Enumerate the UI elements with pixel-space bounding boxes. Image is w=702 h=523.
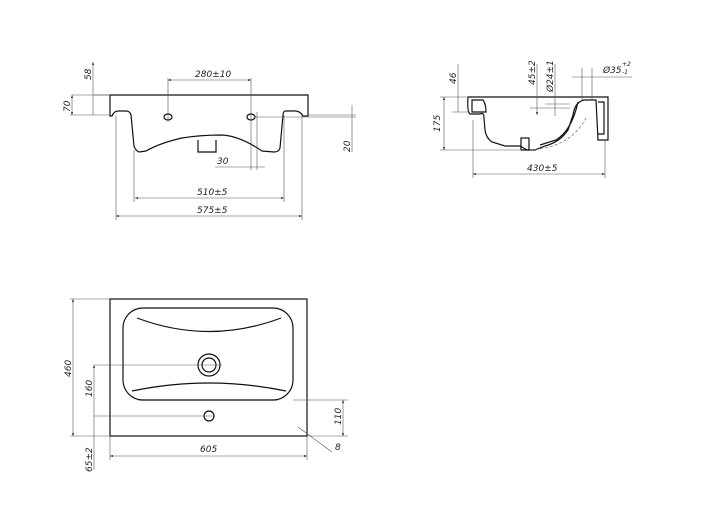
- top-bowl-outline: [122, 307, 294, 401]
- dim-8: 8: [335, 443, 341, 453]
- top-view: 460 160 110 605 65±2 8: [64, 298, 348, 472]
- dim-110: 110: [334, 408, 344, 425]
- dim-35-tol-lower: -1: [622, 69, 628, 76]
- side-rim-section: [471, 99, 487, 113]
- side-drain-outlet: [520, 137, 530, 151]
- front-drain-boss: [197, 140, 217, 153]
- front-view: 58 70 280±10 20 30 510±5 575±5: [63, 62, 356, 220]
- dim-605: 605: [200, 445, 217, 455]
- dim-58: 58: [84, 68, 94, 80]
- side-view: 46 45±2 Ø24±1 Ø35 +2 -1 175 430±5: [433, 60, 632, 178]
- side-back-wall-section: [598, 101, 605, 135]
- side-bowl-inner-wall: [539, 101, 579, 146]
- dim-35: Ø35: [602, 65, 622, 76]
- dim-24: Ø24±1: [545, 60, 556, 93]
- dim-175: 175: [433, 115, 443, 132]
- dim-35-tol-upper: +2: [622, 61, 631, 68]
- dim-575: 575±5: [197, 206, 228, 216]
- dim-160: 160: [85, 380, 95, 397]
- dim-510: 510±5: [197, 188, 228, 198]
- dim-20: 20: [343, 140, 353, 152]
- dim-430: 430±5: [527, 164, 558, 174]
- dim-30: 30: [217, 157, 229, 167]
- top-bowl-back-curve: [136, 317, 282, 333]
- top-bowl-front-curve: [131, 382, 287, 392]
- front-sink-outline: [109, 94, 309, 153]
- top-countertop-outline: [109, 298, 308, 437]
- dim-280: 280±10: [195, 70, 231, 80]
- side-hidden-line: [529, 117, 587, 151]
- leader-line-8: [297, 426, 333, 453]
- dim-460: 460: [64, 360, 74, 377]
- dim-46: 46: [449, 72, 459, 84]
- side-sink-outline: [467, 96, 609, 151]
- dim-70: 70: [63, 100, 73, 112]
- dim-45: 45±2: [528, 60, 538, 85]
- dim-65: 65±2: [85, 447, 95, 472]
